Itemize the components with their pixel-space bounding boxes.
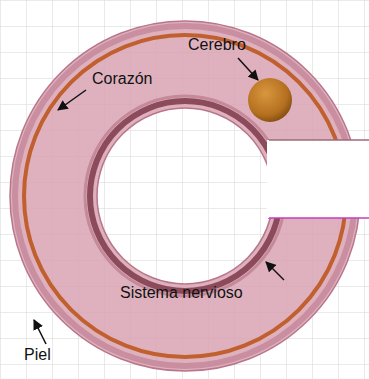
part-label: Piel [24,346,51,364]
leader-arrow [238,58,258,80]
opening-edge [268,217,369,219]
part-label: Cerebro [188,36,246,54]
nervous-ring-outer [85,96,285,296]
c-opening [268,140,369,218]
part-label: Sistema nervioso [120,284,243,302]
opening-edge [267,140,269,218]
nervous-ring [90,101,280,291]
brain-sphere [248,78,292,122]
leader-arrow [58,90,86,110]
opening-edge [268,139,369,141]
part-label: Corazón [92,70,152,88]
leader-arrow [34,320,46,344]
leader-arrow [266,262,284,280]
